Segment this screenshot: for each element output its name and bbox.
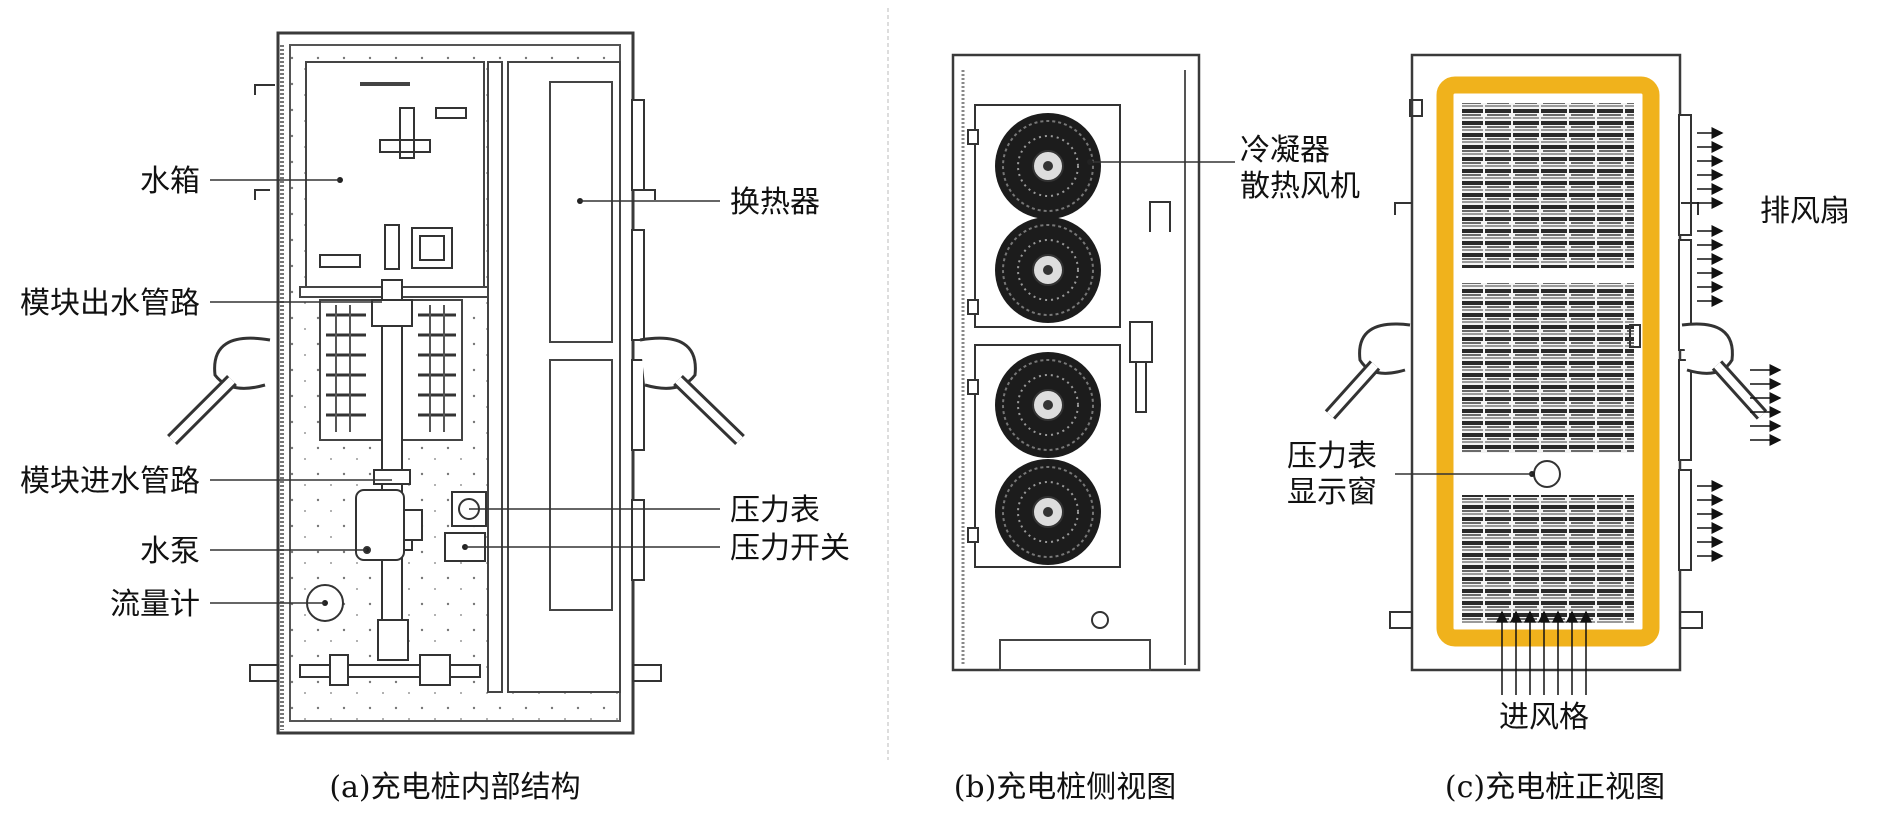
grille-top <box>1462 103 1634 268</box>
airflow-arrow-icon <box>1697 127 1782 562</box>
label-pressure-gauge: 压力表 <box>730 493 820 528</box>
caption-a: (a)充电桩内部结构 <box>329 770 580 805</box>
label-module-outlet-pipe: 模块出水管路 <box>20 286 200 321</box>
tank-valves <box>319 107 467 270</box>
heat-exchanger <box>507 61 621 693</box>
side-fittings <box>967 129 1171 629</box>
condenser-fan-icon <box>995 113 1101 565</box>
hooks-a <box>249 84 662 682</box>
caption-b: (b)充电桩侧视图 <box>954 770 1177 805</box>
side-base <box>999 639 1151 671</box>
charging-gun-left-c <box>1324 322 1411 420</box>
label-module-inlet-pipe: 模块进水管路 <box>20 464 200 499</box>
gauge-window <box>1533 460 1561 488</box>
water-tank <box>305 61 485 288</box>
tank-cap <box>360 82 410 86</box>
caption-c: (c)充电桩正视图 <box>1445 770 1665 805</box>
door-frame <box>1436 76 1660 647</box>
bottom-fittings <box>299 654 481 686</box>
label-condenser-fan-1: 冷凝器 <box>1240 133 1330 168</box>
panel-b-side-view: 冷凝器 散热风机 (b)充电桩侧视图 <box>951 53 1360 805</box>
charging-gun-right-c <box>1681 322 1768 420</box>
label-heat-exchanger: 换热器 <box>730 185 820 220</box>
panel-a-internal-structure: 水箱 模块出水管路 模块进水管路 水泵 流量计 换热器 压力表 压力开关 (a)… <box>20 31 850 805</box>
label-air-inlet-grille: 进风格 <box>1499 700 1589 735</box>
label-gauge-window-1: 压力表 <box>1287 439 1377 474</box>
grille-middle <box>1462 283 1634 453</box>
grille-bottom <box>1462 495 1634 623</box>
charging-gun-left-a <box>167 336 271 445</box>
label-water-tank: 水箱 <box>140 164 200 199</box>
label-flow-meter: 流量计 <box>110 587 200 622</box>
label-gauge-window-2: 显示窗 <box>1287 475 1377 510</box>
label-condenser-fan-2: 散热风机 <box>1240 169 1360 204</box>
label-water-pump: 水泵 <box>140 534 200 569</box>
leader-lines-a <box>210 179 720 604</box>
label-pressure-switch: 压力开关 <box>730 531 850 566</box>
panel-c-front-view: 排风扇 压力表 显示窗 进风格 (c)充电桩正视图 <box>1287 53 1850 805</box>
side-fans-a <box>631 99 645 581</box>
divider-post <box>487 61 503 693</box>
charging-gun-right-a <box>639 336 745 446</box>
water-pump <box>355 489 423 561</box>
inlet-arrows <box>1496 610 1592 695</box>
side-fans-c <box>1678 114 1692 571</box>
label-exhaust-fan: 排风扇 <box>1760 194 1850 229</box>
hooks-c <box>1389 99 1703 629</box>
